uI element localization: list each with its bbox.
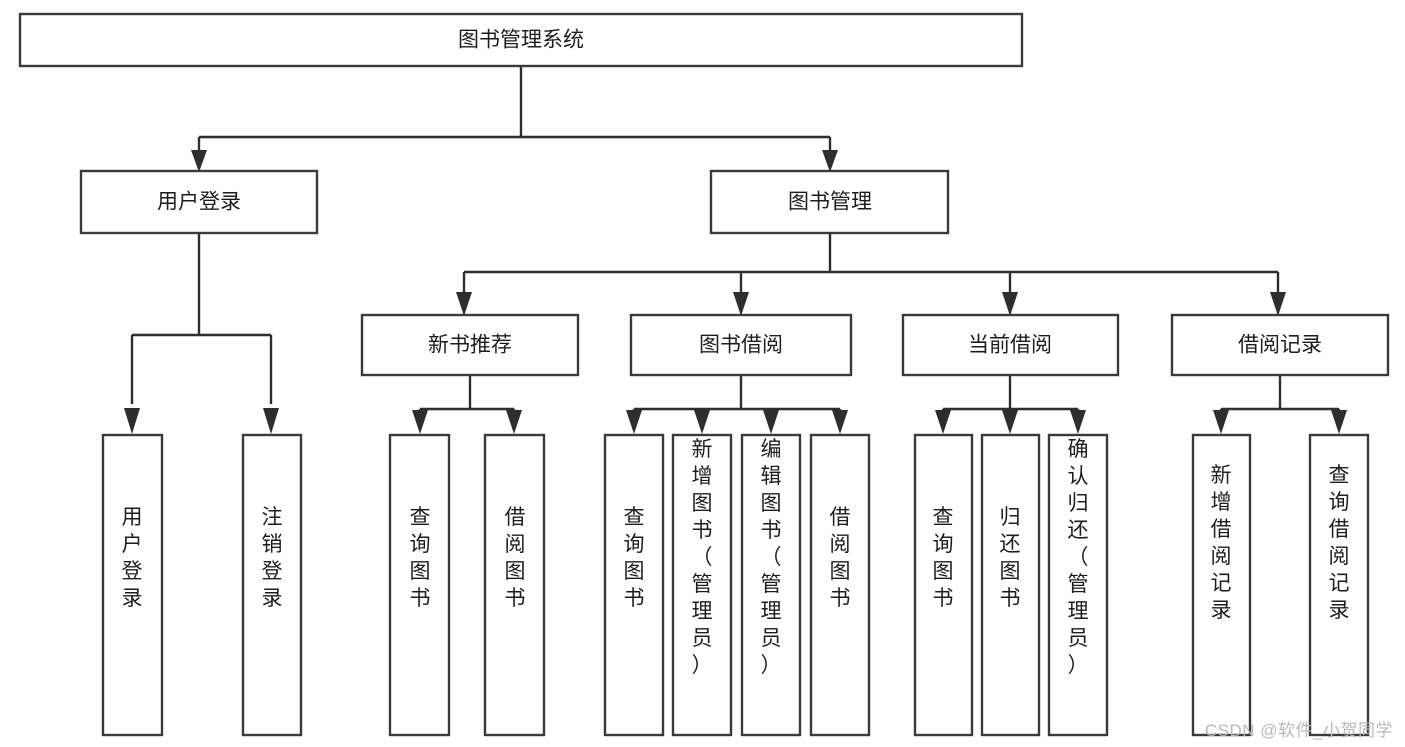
node-new-book-recommend[interactable]: 新书推荐 xyxy=(360,313,580,377)
node-book-borrow[interactable]: 图书借阅 xyxy=(629,313,853,377)
node-leaf-add-borrow-record-label: 新增借阅记录 xyxy=(1211,464,1232,622)
node-leaf-user-login-box[interactable] xyxy=(101,433,164,737)
node-borrow-record[interactable]: 借阅记录 xyxy=(1170,313,1390,377)
node-leaf-add-borrow-record[interactable]: 新增借阅记录 xyxy=(1191,433,1252,737)
node-leaf-confirm-return-admin-box[interactable] xyxy=(1047,433,1109,737)
node-book-manage[interactable]: 图书管理 xyxy=(709,169,950,235)
node-leaf-query-book-1-label: 查询图书 xyxy=(410,506,431,610)
node-leaf-query-book-2[interactable]: 查询图书 xyxy=(603,433,665,737)
node-leaf-borrow-book-2-label: 借阅图书 xyxy=(830,506,851,610)
arrow-head-borrowrecord-2 xyxy=(1331,410,1347,434)
arrow-head-currentborrow-2 xyxy=(1002,410,1018,434)
node-user-login-box[interactable] xyxy=(79,169,319,235)
node-leaf-borrow-book-1[interactable]: 借阅图书 xyxy=(483,433,546,737)
arrow-head-bookmanage-2 xyxy=(733,292,749,316)
node-leaf-return-book[interactable]: 归还图书 xyxy=(980,433,1041,737)
watermark: CSDN @软件_小贺同学 xyxy=(1204,721,1393,740)
node-leaf-return-book-box[interactable] xyxy=(980,433,1041,737)
arrow-head-currentborrow-1 xyxy=(935,410,951,434)
connector-group-new-book xyxy=(412,375,522,434)
node-leaf-edit-book-admin[interactable]: 编辑图书（管理员） xyxy=(740,433,802,737)
arrow-head-bookborrow-3 xyxy=(763,410,779,434)
node-leaf-add-book-admin-box[interactable] xyxy=(671,433,733,737)
arrow-head-bookmanage-3 xyxy=(1002,292,1018,316)
node-leaf-edit-book-admin-label: 编辑图书（管理员） xyxy=(761,438,782,677)
arrow-head-root-right xyxy=(822,150,838,172)
node-leaf-query-book-1-box[interactable] xyxy=(388,433,451,737)
node-user-login[interactable]: 用户登录 xyxy=(79,169,319,235)
connector-group-book-borrow xyxy=(626,375,848,434)
node-leaf-logout-box[interactable] xyxy=(241,433,303,737)
node-leaf-borrow-book-1-label: 借阅图书 xyxy=(505,506,526,610)
arrow-head-borrowrecord-1 xyxy=(1213,410,1229,434)
node-leaf-query-borrow-record-box[interactable] xyxy=(1308,433,1370,737)
arrow-head-userlogin-2 xyxy=(263,408,279,434)
node-leaf-query-book-2-label: 查询图书 xyxy=(624,506,645,610)
connector-group-root xyxy=(191,66,838,172)
node-leaf-add-book-admin-label: 新增图书（管理员） xyxy=(692,438,713,677)
node-new-book-recommend-box[interactable] xyxy=(360,313,580,377)
node-leaf-query-borrow-record[interactable]: 查询借阅记录 xyxy=(1308,433,1370,737)
arrow-head-newbook-1 xyxy=(412,410,428,434)
node-leaf-query-book-3[interactable]: 查询图书 xyxy=(913,433,974,737)
node-leaf-confirm-return-admin-label: 确认归还（管理员） xyxy=(1068,438,1089,677)
node-leaf-user-login-label: 用户登录 xyxy=(122,506,143,610)
node-current-borrow-box[interactable] xyxy=(901,313,1120,377)
node-leaf-borrow-book-2-box[interactable] xyxy=(809,433,871,737)
connector-group-current-borrow xyxy=(935,375,1086,434)
node-leaf-logout[interactable]: 注销登录 xyxy=(241,433,303,737)
arrow-head-bookmanage-4 xyxy=(1270,292,1286,316)
node-new-book-recommend-label: 新书推荐 xyxy=(428,334,512,357)
node-root-box[interactable] xyxy=(18,12,1024,68)
node-book-borrow-box[interactable] xyxy=(629,313,853,377)
node-current-borrow-label: 当前借阅 xyxy=(968,334,1052,357)
node-borrow-record-label: 借阅记录 xyxy=(1238,334,1322,357)
arrow-head-userlogin-1 xyxy=(124,408,140,434)
node-leaf-borrow-book-1-box[interactable] xyxy=(483,433,546,737)
node-user-login-label: 用户登录 xyxy=(157,191,241,214)
node-root-label: 图书管理系统 xyxy=(458,29,584,52)
arrow-head-bookborrow-4 xyxy=(832,410,848,434)
node-leaf-edit-book-admin-box[interactable] xyxy=(740,433,802,737)
node-leaf-query-book-3-box[interactable] xyxy=(913,433,974,737)
arrow-head-bookborrow-2 xyxy=(694,410,710,434)
node-root[interactable]: 图书管理系统 xyxy=(18,12,1024,68)
node-leaf-borrow-book-2[interactable]: 借阅图书 xyxy=(809,433,871,737)
connector-group-user-login xyxy=(124,233,279,434)
arrow-head-newbook-2 xyxy=(506,410,522,434)
node-book-manage-label: 图书管理 xyxy=(788,191,872,214)
node-leaf-add-borrow-record-box[interactable] xyxy=(1191,433,1252,737)
node-leaf-logout-label: 注销登录 xyxy=(262,506,283,610)
node-leaf-query-book-1[interactable]: 查询图书 xyxy=(388,433,451,737)
node-leaf-query-book-3-label: 查询图书 xyxy=(933,506,954,610)
node-leaf-query-book-2-box[interactable] xyxy=(603,433,665,737)
node-leaf-add-book-admin[interactable]: 新增图书（管理员） xyxy=(671,433,733,737)
node-book-borrow-label: 图书借阅 xyxy=(699,334,783,357)
node-leaf-confirm-return-admin[interactable]: 确认归还（管理员） xyxy=(1047,433,1109,737)
connector-group-borrow-record xyxy=(1213,375,1347,434)
arrow-head-bookborrow-1 xyxy=(626,410,642,434)
node-leaf-query-borrow-record-label: 查询借阅记录 xyxy=(1329,464,1350,622)
node-book-manage-box[interactable] xyxy=(709,169,950,235)
node-current-borrow[interactable]: 当前借阅 xyxy=(901,313,1120,377)
node-leaf-user-login[interactable]: 用户登录 xyxy=(101,433,164,737)
arrow-head-root-left xyxy=(191,150,207,172)
arrow-head-bookmanage-1 xyxy=(456,292,472,316)
arrow-head-currentborrow-3 xyxy=(1070,410,1086,434)
node-leaf-return-book-label: 归还图书 xyxy=(1000,506,1021,610)
connector-group-book-manage xyxy=(456,233,1286,316)
node-borrow-record-box[interactable] xyxy=(1170,313,1390,377)
